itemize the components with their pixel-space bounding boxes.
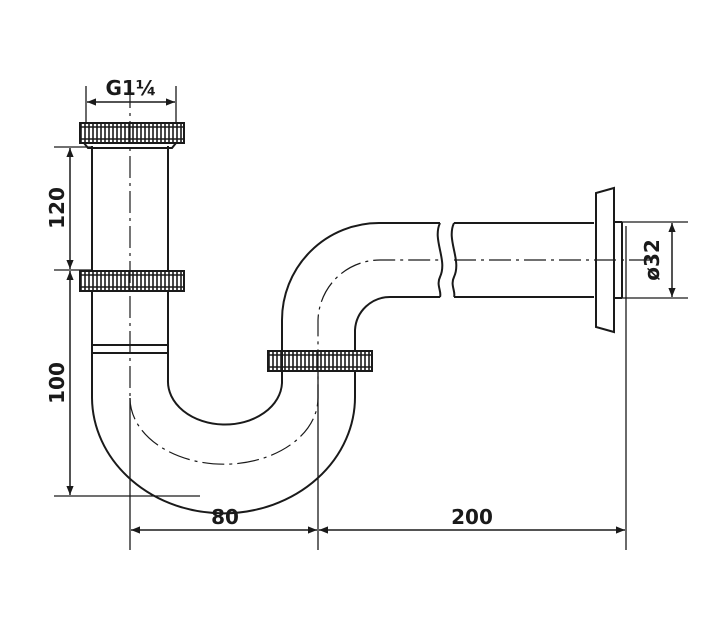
dim-80-label: 80 <box>211 505 239 529</box>
top-nut <box>79 122 185 149</box>
dim-200-label: 200 <box>451 505 493 529</box>
middle-nut <box>79 270 185 292</box>
outlet-arm <box>436 222 594 298</box>
dimension-lines <box>66 98 676 534</box>
thread-label: G1¼ <box>105 76 156 100</box>
dim-120-label: 120 <box>45 187 69 229</box>
centerlines <box>129 86 650 465</box>
dim-100-label: 100 <box>45 362 69 404</box>
dim-diameter-label: ø32 <box>640 239 664 281</box>
extension-lines <box>54 86 688 550</box>
lower-nut <box>267 350 373 372</box>
trap-bend <box>91 222 440 515</box>
